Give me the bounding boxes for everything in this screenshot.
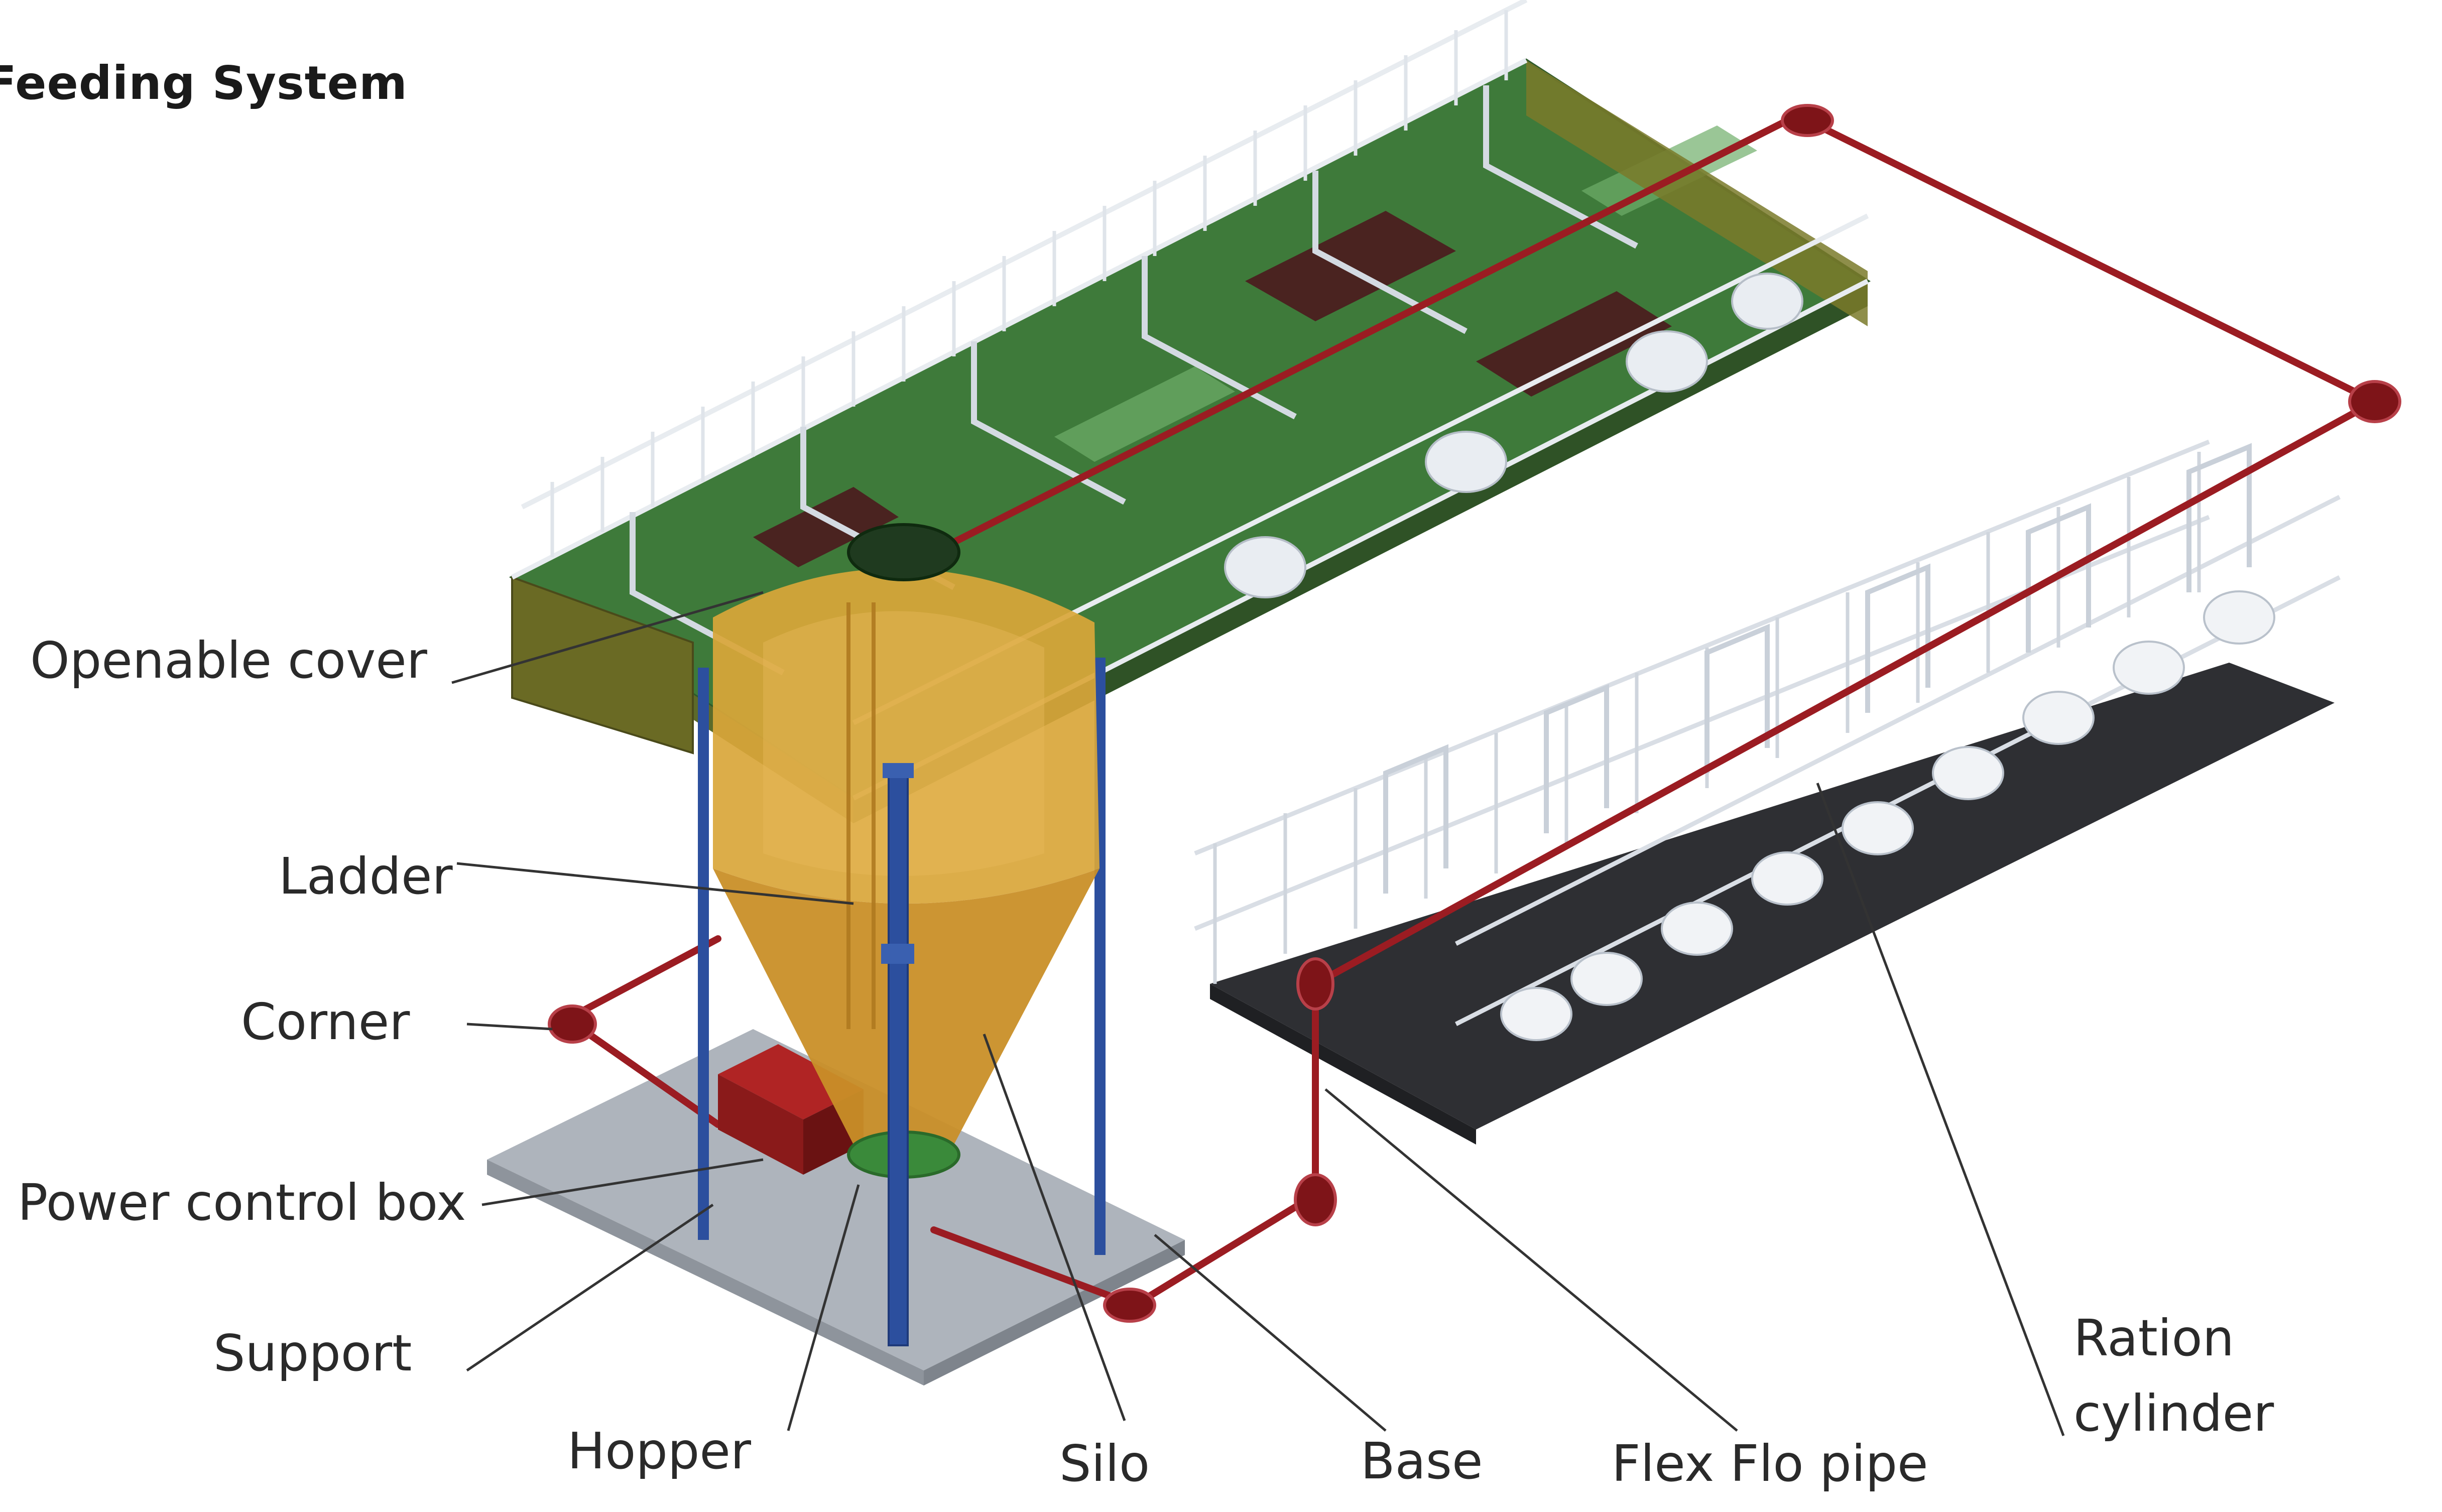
leader-lines [451, 591, 2065, 1436]
label-silo: Silo [1059, 1434, 1150, 1493]
diagram-title: Feeding System [0, 56, 408, 110]
labels: Openable cover Ladder Corner Power contr… [18, 631, 2274, 1493]
leader-ration-cylinder [1816, 783, 2065, 1436]
label-power-control-box: Power control box [18, 1173, 466, 1232]
label-support: Support [213, 1324, 412, 1382]
silo [698, 523, 1106, 1346]
lower-stall-row [1194, 439, 2341, 1145]
ladder [846, 602, 876, 1029]
leader-corner [466, 1023, 553, 1031]
leader-ladder [456, 862, 854, 905]
label-base: Base [1361, 1432, 1483, 1490]
leader-hopper [787, 1184, 860, 1431]
leader-openable-cover [451, 591, 764, 684]
leader-power-control-box [481, 1158, 764, 1206]
leader-silo [983, 1034, 1126, 1421]
label-hopper: Hopper [567, 1422, 752, 1480]
label-ration-cylinder-line2: cylinder [2073, 1384, 2274, 1443]
pipe-corners [548, 104, 2401, 1323]
label-ration-cylinder-line1: Ration [2073, 1309, 2234, 1367]
label-openable-cover: Openable cover [30, 631, 428, 690]
leader-support [466, 1203, 714, 1372]
leader-flex-flo-pipe [1324, 1088, 1738, 1432]
label-corner: Corner [241, 992, 410, 1051]
label-flex-flo-pipe: Flex Flo pipe [1612, 1434, 1928, 1493]
corner-fitting [548, 1004, 597, 1044]
silo-base [487, 1029, 1185, 1385]
label-ladder: Ladder [279, 847, 453, 906]
leader-base [1154, 1234, 1387, 1432]
openable-cover [847, 523, 960, 581]
